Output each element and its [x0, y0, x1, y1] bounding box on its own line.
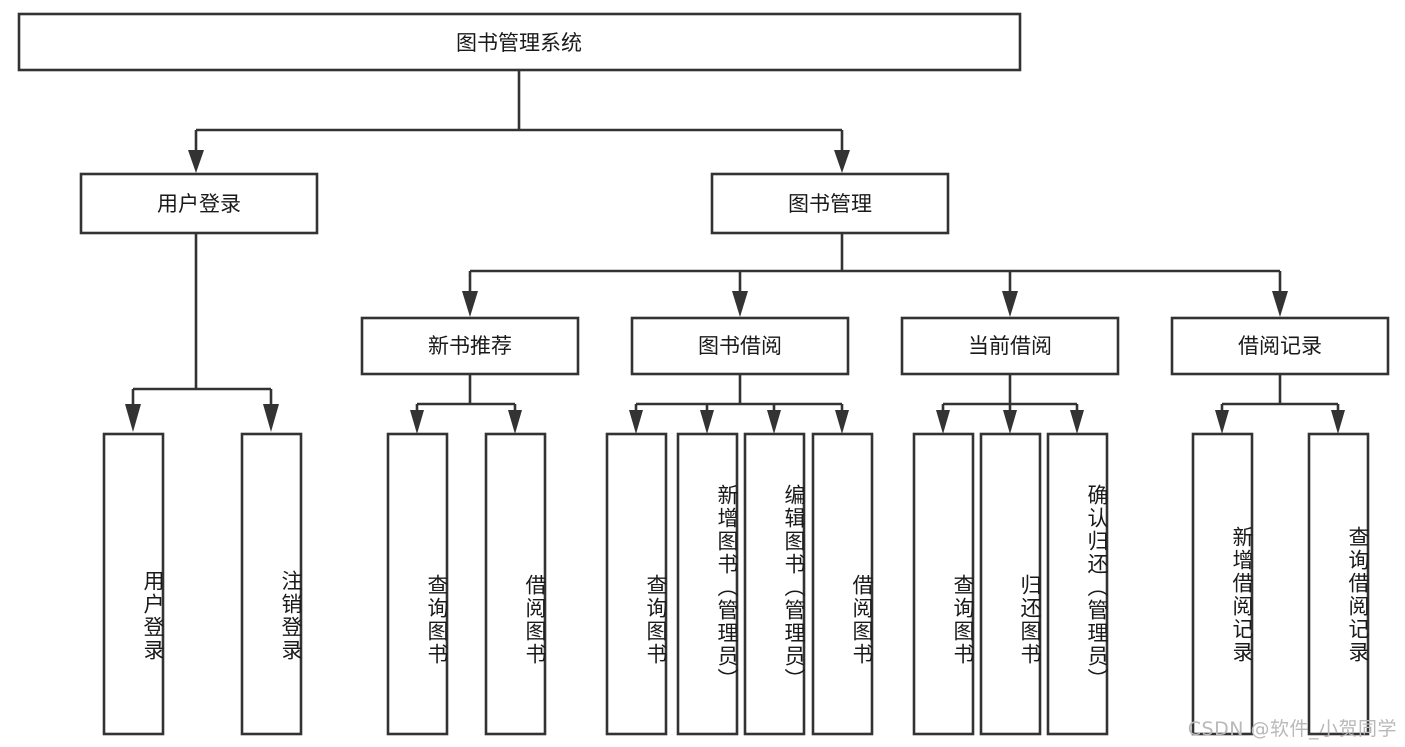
connector-layer [125, 70, 1345, 434]
node-book-borrow[interactable] [630, 316, 850, 376]
arrowhead-leaf-borrow-book-1 [508, 410, 522, 434]
node-user-login[interactable] [79, 172, 319, 235]
node-leaf-edit-book[interactable] [743, 432, 806, 736]
node-leaf-query-record[interactable] [1307, 432, 1370, 736]
node-leaf-query-book-1[interactable] [386, 432, 449, 736]
node-leaf-query-book-2[interactable] [605, 432, 668, 736]
node-leaf-add-book[interactable] [676, 432, 739, 736]
node-book-management[interactable] [710, 172, 950, 235]
arrowhead-leaf-add-record [1215, 410, 1229, 434]
arrowhead-leaf-logout-login [263, 404, 279, 432]
node-leaf-logout-login[interactable] [240, 432, 303, 736]
node-current-borrow[interactable] [900, 316, 1120, 376]
node-borrow-record[interactable] [1170, 316, 1390, 376]
arrowhead-current-borrow [1002, 291, 1018, 317]
arrowhead-leaf-query-book-3 [936, 410, 950, 434]
node-leaf-borrow-book-1[interactable] [484, 432, 547, 736]
arrowhead-leaf-query-record [1331, 410, 1345, 434]
node-book-borrow-label: 图书借阅 [698, 334, 782, 358]
node-leaf-user-login[interactable] [102, 432, 165, 736]
node-user-login-label: 用户登录 [157, 192, 241, 216]
arrowhead-leaf-confirm-return [1070, 410, 1084, 434]
arrowhead-leaf-query-book-1 [410, 410, 424, 434]
arrowhead-leaf-user-login [125, 404, 141, 432]
arrowhead-leaf-return-book [1003, 410, 1017, 434]
node-leaf-confirm-return[interactable] [1046, 432, 1109, 736]
node-root-label: 图书管理系统 [456, 31, 582, 55]
node-leaf-borrow-book-2[interactable] [811, 432, 874, 736]
arrowhead-leaf-edit-book [767, 410, 781, 434]
arrowhead-borrow-record [1272, 291, 1288, 317]
watermark-text: CSDN @软件_小贺同学 [1187, 718, 1397, 740]
arrowhead-new-book-recommend [462, 291, 478, 317]
node-layer: 图书管理系统 用户登录 图书管理 新书推荐 图书借阅 当前借阅 借阅记录 [17, 12, 1390, 736]
node-new-book-recommend[interactable] [360, 316, 580, 376]
node-book-management-label: 图书管理 [788, 192, 872, 216]
arrowhead-book-borrow [732, 291, 748, 317]
arrowhead-leaf-query-book-2 [629, 410, 643, 434]
node-new-book-recommend-label: 新书推荐 [428, 334, 512, 358]
arrowhead-leaf-borrow-book-2 [835, 410, 849, 434]
node-leaf-query-book-3[interactable] [912, 432, 975, 736]
node-borrow-record-label: 借阅记录 [1238, 334, 1322, 358]
arrowhead-leaf-add-book [700, 410, 714, 434]
arrowhead-book-management [834, 150, 850, 173]
node-root[interactable] [17, 12, 1022, 72]
arrowhead-user-login [188, 150, 204, 173]
node-leaf-add-record[interactable] [1191, 432, 1254, 736]
node-leaf-return-book[interactable] [979, 432, 1042, 736]
node-current-borrow-label: 当前借阅 [968, 334, 1052, 358]
